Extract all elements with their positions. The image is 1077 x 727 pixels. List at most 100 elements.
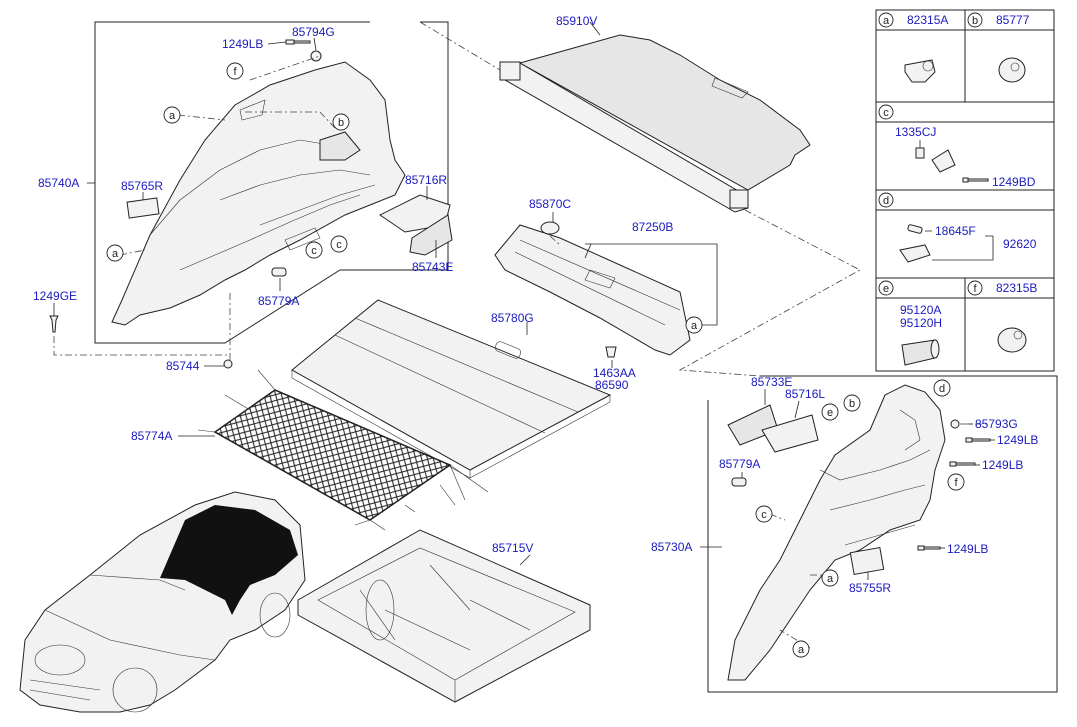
cover-85716L: [761, 414, 819, 453]
legend-code-95120A: 95120A: [900, 303, 941, 317]
screw-1249LB-r3: [917, 545, 941, 551]
label-plate-85755R: [849, 546, 885, 576]
bracket-85743E: [409, 214, 453, 256]
legend-code-1335CJ: 1335CJ: [895, 125, 936, 139]
svg-text:a: a: [883, 15, 890, 27]
ref-circle-d: d: [933, 379, 951, 397]
svg-text:e: e: [827, 407, 833, 419]
tailgate-trim-group: [494, 221, 691, 358]
callout-85743E: 85743E: [412, 260, 453, 274]
svg-text:f: f: [233, 66, 237, 78]
callout-85780G: 85780G: [491, 311, 534, 325]
svg-text:d: d: [883, 195, 889, 207]
callout-85730A: 85730A: [651, 540, 692, 554]
roller-end-right: [729, 189, 749, 209]
callout-85765R: 85765R: [121, 179, 163, 193]
clip-85779A-left: [271, 267, 287, 277]
clip-1335CJ-icon: [915, 147, 925, 159]
svg-text:a: a: [798, 644, 805, 656]
callout-1463AA: 1463AA: [593, 366, 636, 380]
clip-85779A-right: [731, 477, 747, 487]
svg-text:f: f: [954, 477, 958, 489]
svg-text:c: c: [761, 509, 767, 521]
callout-87250B: 87250B: [632, 220, 673, 234]
ref-circle-a: a: [821, 569, 839, 587]
callout-1249LB-r1: 1249LB: [997, 433, 1038, 447]
nut-85794G: [310, 50, 322, 62]
ref-circle-b: b: [332, 113, 350, 131]
vehicle-illustration: [19, 491, 306, 713]
legend-cell-d: d 18645F 92620: [878, 192, 1037, 263]
socket-95120-icon: [901, 339, 936, 366]
ref-circle-a: a: [106, 244, 124, 262]
callout-85744: 85744: [166, 359, 200, 373]
callout-85716R: 85716R: [405, 173, 447, 187]
svg-text:a: a: [112, 248, 119, 260]
legend-cell-c: c 1335CJ 1249BD: [878, 104, 1036, 189]
right-trim-frame: [707, 375, 1058, 693]
ref-circle-c: c: [305, 241, 323, 259]
ref-circle-e: e: [821, 403, 839, 421]
callout-85755R: 85755R: [849, 581, 891, 595]
callout-1249LB-r3: 1249LB: [947, 542, 988, 556]
svg-text:e: e: [883, 283, 889, 295]
floor-board-group: [291, 299, 612, 479]
legend-code-1249BD: 1249BD: [992, 175, 1036, 189]
svg-text:a: a: [827, 573, 834, 585]
callout-85794G: 85794G: [292, 25, 335, 39]
svg-text:b: b: [972, 15, 978, 27]
svg-text:d: d: [939, 383, 945, 395]
left-quarter-trim-group: [49, 21, 453, 369]
ref-circle-a: a: [685, 316, 703, 334]
clip-82315A-icon: [904, 59, 936, 83]
callout-85716L: 85716L: [785, 387, 825, 401]
right-quarter-trim-group: [707, 375, 1058, 693]
ref-circle-f: f: [226, 62, 244, 80]
label-plate-85765R: [126, 197, 160, 219]
right-quarter-trim-panel: [727, 384, 946, 681]
callout-85870C: 85870C: [529, 197, 571, 211]
screw-1249BD-icon: [962, 177, 989, 183]
callout-labels: 85794G 1249LB 85910V 85740A 85765R 85716…: [33, 14, 1038, 595]
bulb-18645F-icon: [907, 224, 923, 234]
callout-85733E: 85733E: [751, 375, 792, 389]
svg-text:b: b: [849, 398, 855, 410]
svg-text:a: a: [691, 320, 698, 332]
legend-code-82315B: 82315B: [996, 281, 1037, 295]
legend-code-82315A: 82315A: [907, 13, 948, 27]
luggage-tray-group: [297, 529, 591, 703]
callout-85793G: 85793G: [975, 417, 1018, 431]
legend-cell-a: a 82315A: [878, 12, 948, 83]
callout-85779A-right: 85779A: [719, 457, 760, 471]
callout-85774A: 85774A: [131, 429, 172, 443]
screw-1249GE: [49, 315, 59, 333]
ref-circle-a: a: [792, 640, 810, 658]
luggage-tray-85715V: [297, 529, 591, 703]
callout-85779A-left: 85779A: [258, 294, 299, 308]
legend-code-85777: 85777: [996, 13, 1030, 27]
callout-85740A: 85740A: [38, 176, 79, 190]
left-trim-frame: [94, 21, 449, 344]
lamp-92620-icon: [899, 244, 931, 263]
left-quarter-trim-panel: [111, 61, 406, 326]
screw-1249LB-r1: [965, 437, 991, 443]
nut-85744: [223, 359, 233, 369]
legend-cell-f: f 82315B: [967, 280, 1037, 353]
cargo-cover-sheet: [518, 34, 811, 191]
svg-text:c: c: [336, 239, 342, 251]
ref-circle-a: a: [163, 106, 181, 124]
vehicle-cargo-area-highlight: [160, 505, 298, 615]
legend-cell-b: b 85777: [967, 12, 1030, 83]
callout-1249LB-r2: 1249LB: [982, 458, 1023, 472]
roller-end-left: [499, 61, 521, 81]
svg-text:c: c: [311, 245, 317, 257]
legend-code-95120H: 95120H: [900, 316, 942, 330]
cap-85870C: [540, 221, 560, 235]
clip-82315B-icon: [997, 327, 1027, 353]
screw-1249LB-top: [285, 39, 311, 45]
cargo-cover-group: [499, 34, 811, 213]
ref-circle-c: c: [755, 505, 773, 523]
callout-86590: 86590: [595, 378, 629, 392]
callout-1249GE: 1249GE: [33, 289, 77, 303]
ref-circle-f: f: [947, 473, 965, 491]
